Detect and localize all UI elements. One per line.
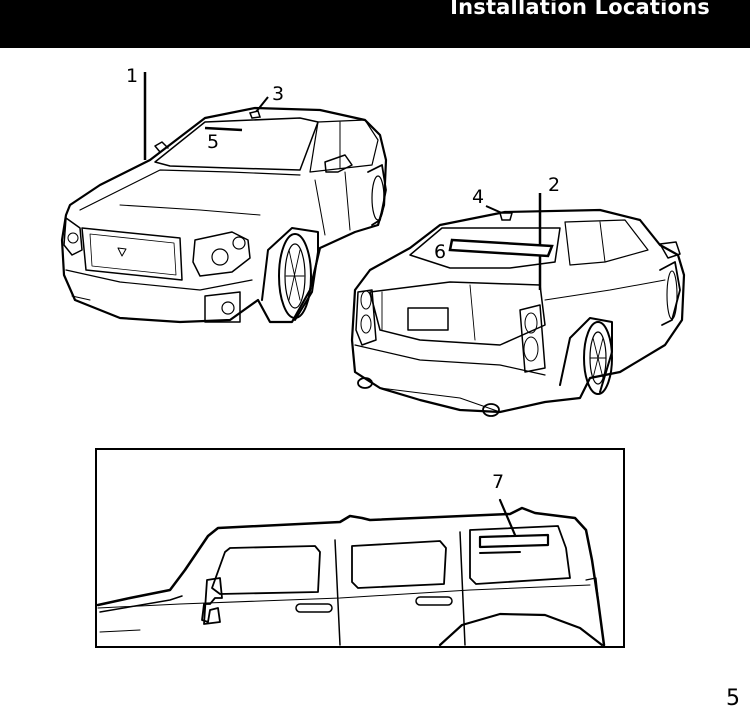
suv-inset-panel: 7 xyxy=(96,449,624,647)
callout-3-sensor xyxy=(250,111,260,118)
callout-number-2: 2 xyxy=(548,174,560,196)
page-title: Installation Locations xyxy=(450,0,710,19)
front-car-illustration xyxy=(62,108,386,322)
callout-number-7: 7 xyxy=(492,471,504,493)
callout-number-4: 4 xyxy=(472,186,484,208)
callout-4-sensor xyxy=(500,213,512,220)
rear-car-illustration xyxy=(352,210,684,416)
callout-number-1: 1 xyxy=(126,65,138,87)
installation-diagram: 1 2 3 4 5 6 xyxy=(0,48,750,668)
callout-number-6: 6 xyxy=(434,241,446,263)
callout-number-5: 5 xyxy=(207,131,219,153)
page-number: 5 xyxy=(726,686,740,711)
callout-number-3: 3 xyxy=(272,83,284,105)
page-header: Installation Locations xyxy=(0,0,750,48)
